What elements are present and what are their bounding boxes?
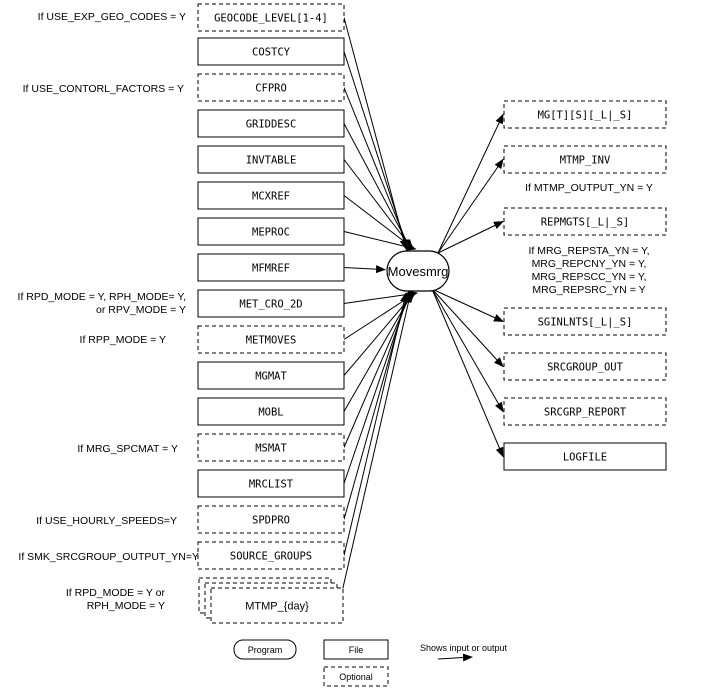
output-file-mg-t-s-l-s-label: MG[T][S][_L|_S] — [538, 110, 633, 122]
input-file-mtmp-day — [210, 587, 344, 624]
arrow-program-to-repmgts-l-s — [437, 221, 504, 254]
input-condition-note-3-line-2: or RPV_MODE = Y — [96, 304, 186, 316]
input-condition-note-3-line-1: If RPD_MODE = Y, RPH_MODE= Y, — [18, 291, 186, 303]
arrow-program-to-logfile — [431, 288, 504, 458]
arrow-cfpro-to-program — [343, 87, 410, 250]
legend-file-shape — [323, 639, 389, 660]
output-condition-note-2-line-1: If MRG_REPSTA_YN = Y, — [528, 245, 649, 257]
output-file-srcgrp-report-label: SRCGRP_REPORT — [544, 407, 627, 419]
input-file-meproc-label: MEPROC — [252, 227, 290, 239]
input-file-mfmref — [197, 253, 345, 282]
input-file-costcy-label: COSTCY — [252, 47, 291, 59]
output-file-repmgts-l-s-label: REPMGTS[_L|_S] — [541, 217, 630, 229]
output-file-mtmp-inv-label: MTMP_INV — [560, 155, 611, 167]
input-file-msmat — [197, 433, 345, 462]
input-file-mfmref-label: MFMREF — [252, 263, 290, 275]
input-condition-note-8-line-1: If RPD_MODE = Y or — [66, 587, 166, 599]
output-condition-note-2-line-3: MRG_REPSCC_YN = Y, — [532, 271, 647, 283]
input-file-cfpro-label: CFPRO — [255, 83, 287, 95]
output-condition-note-1-line-1: If MTMP_OUTPUT_YN = Y — [525, 182, 653, 194]
legend-program-label: Program — [248, 645, 283, 655]
input-file-met-cro-2d — [197, 289, 345, 318]
arrow-mfmref-to-program — [343, 265, 386, 274]
arrow-griddesc-to-program — [343, 123, 412, 250]
output-file-mg-t-s-l-s — [503, 100, 667, 129]
input-condition-note-7-line-1: If SMK_SRCGROUP_OUTPUT_YN=Y — [18, 551, 199, 563]
arrow-mtmp-day-to-program — [341, 286, 414, 593]
input-file-metmoves — [197, 325, 345, 354]
input-condition-note-4-line-1: If RPP_MODE = Y — [80, 334, 166, 346]
arrow-invtable-to-program — [343, 159, 414, 250]
input-file-griddesc — [197, 109, 345, 138]
input-condition-note-1-line-1: If USE_EXP_GEO_CODES = Y — [38, 11, 186, 23]
arrow-mcxref-to-program — [343, 195, 415, 250]
input-file-msmat-label: MSMAT — [255, 443, 287, 455]
output-file-sginlnts-l-s-label: SGINLNTS[_L|_S] — [538, 317, 633, 329]
input-file-met-cro-2d-label: MET_CRO_2D — [239, 299, 302, 311]
arrow-program-to-srcgroup-out — [431, 288, 504, 368]
program-label: Movesmrg — [388, 264, 449, 279]
input-file-mobl — [197, 397, 345, 426]
legend-program-shape — [233, 639, 297, 660]
input-file-mgmat — [197, 361, 345, 390]
output-condition-note-2-line-4: MRG_REPSRC_YN = Y — [532, 284, 645, 296]
input-file-mobl-label: MOBL — [258, 407, 283, 419]
input-file-meproc — [197, 217, 345, 246]
input-condition-note-2-line-1: If USE_CONTORL_FACTORS = Y — [23, 83, 184, 95]
output-file-srcgrp-report — [503, 397, 667, 426]
output-file-logfile-label: LOGFILE — [563, 452, 607, 464]
input-file-mrclist-label: MRCLIST — [249, 479, 294, 491]
input-file-source-groups — [197, 541, 345, 570]
input-file-source-groups-label: SOURCE_GROUPS — [230, 551, 312, 563]
arrow-program-to-srcgrp-report — [431, 288, 504, 413]
input-file-geocode-level-1-4-label: GEOCODE_LEVEL[1-4] — [214, 13, 328, 25]
input-file-geocode-level-1-4 — [197, 3, 345, 32]
input-file-costcy — [197, 37, 345, 66]
input-file-metmoves-label: METMOVES — [246, 335, 297, 347]
input-file-mgmat-label: MGMAT — [255, 371, 287, 383]
input-file-invtable-label: INVTABLE — [246, 155, 297, 167]
input-file-griddesc-label: GRIDDESC — [246, 119, 297, 131]
input-condition-note-8-line-2: RPH_MODE = Y — [87, 600, 165, 612]
arrow-costcy-to-program — [343, 51, 409, 250]
legend-arrow-sample — [437, 653, 473, 662]
input-file-mcxref-label: MCXREF — [252, 191, 290, 203]
input-file-cfpro — [197, 73, 345, 102]
output-file-sginlnts-l-s — [503, 307, 667, 336]
output-file-logfile — [503, 442, 667, 471]
arrow-program-to-mg-t-s-l-s — [437, 113, 504, 254]
arrow-program-to-mtmp-inv — [437, 158, 504, 254]
input-file-invtable — [197, 145, 345, 174]
output-condition-note-2-line-2: MRG_REPCNY_YN = Y, — [532, 258, 647, 270]
input-file-mtmp-day-label: MTMP_{day} — [245, 601, 309, 613]
arrow-source-groups-to-program — [343, 292, 408, 556]
input-file-mrclist — [197, 469, 345, 498]
arrow-meproc-to-program — [343, 231, 417, 251]
legend-optional-shape — [323, 666, 389, 687]
legend-arrow-label: Shows input or output — [420, 643, 508, 653]
output-file-srcgroup-out-label: SRCGROUP_OUT — [547, 362, 624, 374]
arrow-program-to-sginlnts-l-s — [431, 288, 504, 322]
output-file-repmgts-l-s — [503, 207, 667, 236]
input-file-spdpro — [197, 505, 345, 534]
legend-optional-label: Optional — [339, 672, 373, 682]
input-condition-note-6-line-1: If USE_HOURLY_SPEEDS=Y — [36, 515, 177, 527]
output-file-mtmp-inv — [503, 145, 667, 174]
input-file-spdpro-label: SPDPRO — [252, 515, 290, 527]
input-condition-note-5-line-1: If MRG_SPCMAT = Y — [77, 443, 178, 455]
movesmrg-program-node — [386, 250, 450, 292]
legend-file-label: File — [349, 645, 364, 655]
input-file-mcxref — [197, 181, 345, 210]
output-file-srcgroup-out — [503, 352, 667, 381]
